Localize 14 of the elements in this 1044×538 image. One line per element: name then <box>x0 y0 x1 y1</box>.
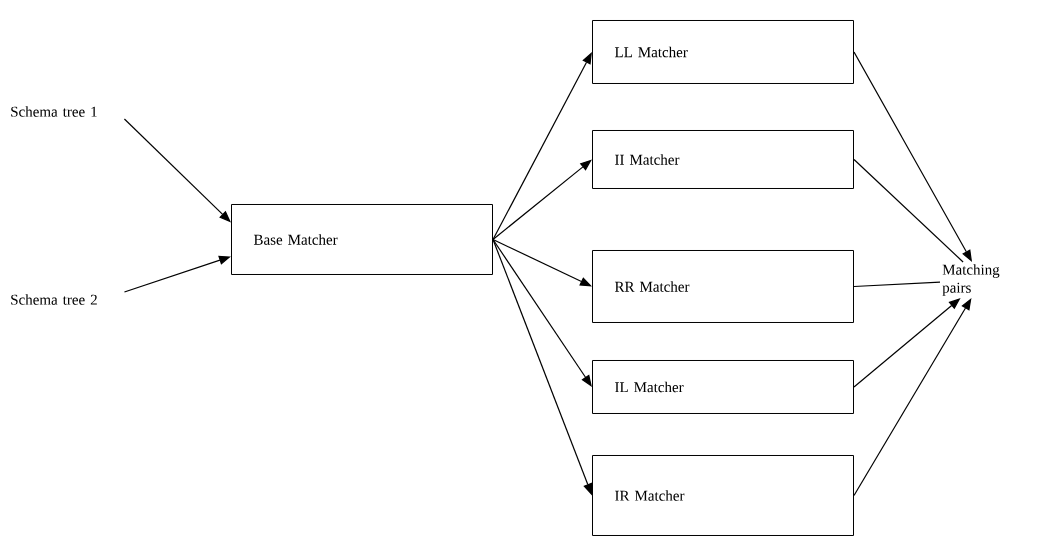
label-text: Matching pairs <box>942 264 1000 296</box>
label-text: Schema tree 2 <box>11 294 97 305</box>
arrow <box>492 238 592 287</box>
process-box: LL Matcher <box>592 20 854 84</box>
arrow <box>853 298 972 497</box>
arrow <box>492 52 592 241</box>
process-box: RR Matcher <box>592 250 854 323</box>
process-box: II Matcher <box>592 130 854 189</box>
label-text: Schema tree 1 <box>11 106 97 117</box>
arrow <box>492 238 592 387</box>
process-box: IR Matcher <box>592 455 854 536</box>
process-box: Base Matcher <box>231 204 493 275</box>
arrow <box>492 159 592 241</box>
process-box: IL Matcher <box>592 360 854 414</box>
